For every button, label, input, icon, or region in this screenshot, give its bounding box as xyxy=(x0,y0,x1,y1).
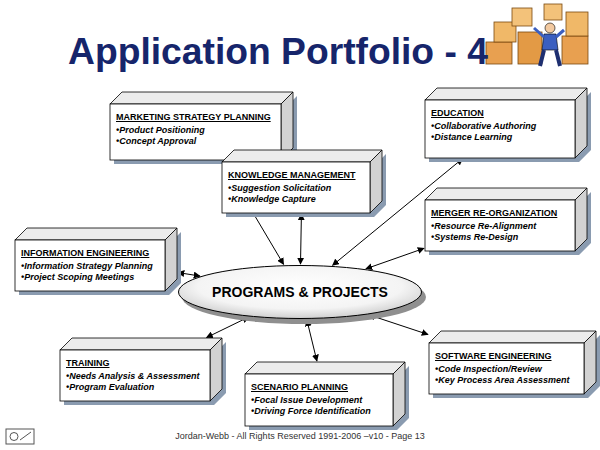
connector-arrow xyxy=(178,273,200,277)
box-heading: INFORMATION ENGINEERING xyxy=(21,248,159,259)
bullet-item: •Needs Analysis & Assessment xyxy=(66,371,204,382)
bullet-item: •Distance Learning xyxy=(431,132,569,143)
hub-label: PROGRAMS & PROJECTS xyxy=(178,284,422,300)
program-box: SCENARIO PLANNING •Focal Issue Developmen… xyxy=(245,374,393,426)
footer-note: Jordan-Webb - All Rights Reserved 1991-2… xyxy=(0,431,600,441)
text-stack: PROGRAMS & PROJECTS xyxy=(178,284,422,300)
bullet-item: •Code Inspection/Review xyxy=(435,364,578,375)
text-stack: EDUCATION •Collaborative Authoring•Distan… xyxy=(425,100,575,149)
text-stack: MARKETING STRATEGY PLANNING •Product Posi… xyxy=(110,104,281,153)
bullet-item: •Information Strategy Planning xyxy=(21,261,159,272)
box-heading: MERGER RE-ORGANIZATION xyxy=(431,208,569,219)
bullet-item: •Resource Re-Alignment xyxy=(431,221,569,232)
program-box: INFORMATION ENGINEERING •Information Stra… xyxy=(15,240,165,291)
text-stack: KNOWLEDGE MANAGEMENT •Suggestion Solicita… xyxy=(222,162,370,211)
program-box: SOFTWARE ENGINEERING •Code Inspection/Rev… xyxy=(429,343,584,394)
box-heading: SCENARIO PLANNING xyxy=(251,382,387,393)
bullet-item: •Suggestion Solicitation xyxy=(228,183,364,194)
text-stack: SCENARIO PLANNING •Focal Issue Developmen… xyxy=(245,374,393,423)
program-box: TRAINING •Needs Analysis & Assessment•Pro… xyxy=(60,350,210,401)
box-heading: SOFTWARE ENGINEERING xyxy=(435,351,578,362)
bullet-item: •Key Process Area Assessment xyxy=(435,375,578,386)
text-stack: SOFTWARE ENGINEERING •Code Inspection/Rev… xyxy=(429,343,584,392)
program-box: EDUCATION •Collaborative Authoring•Distan… xyxy=(425,100,575,158)
box-heading: TRAINING xyxy=(66,358,204,369)
worker-figure xyxy=(534,23,564,66)
bullet-item: •Program Evaluation xyxy=(66,382,204,393)
bullet-item: •Driving Force Identification xyxy=(251,406,387,417)
bullet-item: •Product Positioning xyxy=(116,125,275,136)
bullet-item: •Systems Re-Design xyxy=(431,232,569,243)
connector-arrow xyxy=(366,248,424,268)
text-stack: MERGER RE-ORGANIZATION •Resource Re-Align… xyxy=(425,200,575,249)
hub-ellipse: PROGRAMS & PROJECTS xyxy=(178,265,422,319)
boxes-clipart xyxy=(484,2,596,74)
bullet-item: •Project Scoping Meetings xyxy=(21,272,159,283)
program-box: KNOWLEDGE MANAGEMENT •Suggestion Solicita… xyxy=(222,162,370,213)
slide-title: Application Portfolio - 4 xyxy=(68,30,488,73)
bullet-item: •Knowledge Capture xyxy=(228,194,364,205)
box-heading: EDUCATION xyxy=(431,108,569,119)
text-stack: INFORMATION ENGINEERING •Information Stra… xyxy=(15,240,165,289)
program-box: MERGER RE-ORGANIZATION •Resource Re-Align… xyxy=(425,200,575,251)
box-heading: MARKETING STRATEGY PLANNING xyxy=(116,112,275,123)
text-stack: TRAINING •Needs Analysis & Assessment•Pro… xyxy=(60,350,210,399)
bullet-item: •Concept Approval xyxy=(116,136,275,147)
nav-icon xyxy=(5,428,37,446)
connector-arrow xyxy=(300,214,302,264)
bullet-item: •Focal Issue Development xyxy=(251,395,387,406)
bullet-item: •Collaborative Authoring xyxy=(431,121,569,132)
box-heading: KNOWLEDGE MANAGEMENT xyxy=(228,170,364,181)
connector-arrow xyxy=(307,320,317,361)
